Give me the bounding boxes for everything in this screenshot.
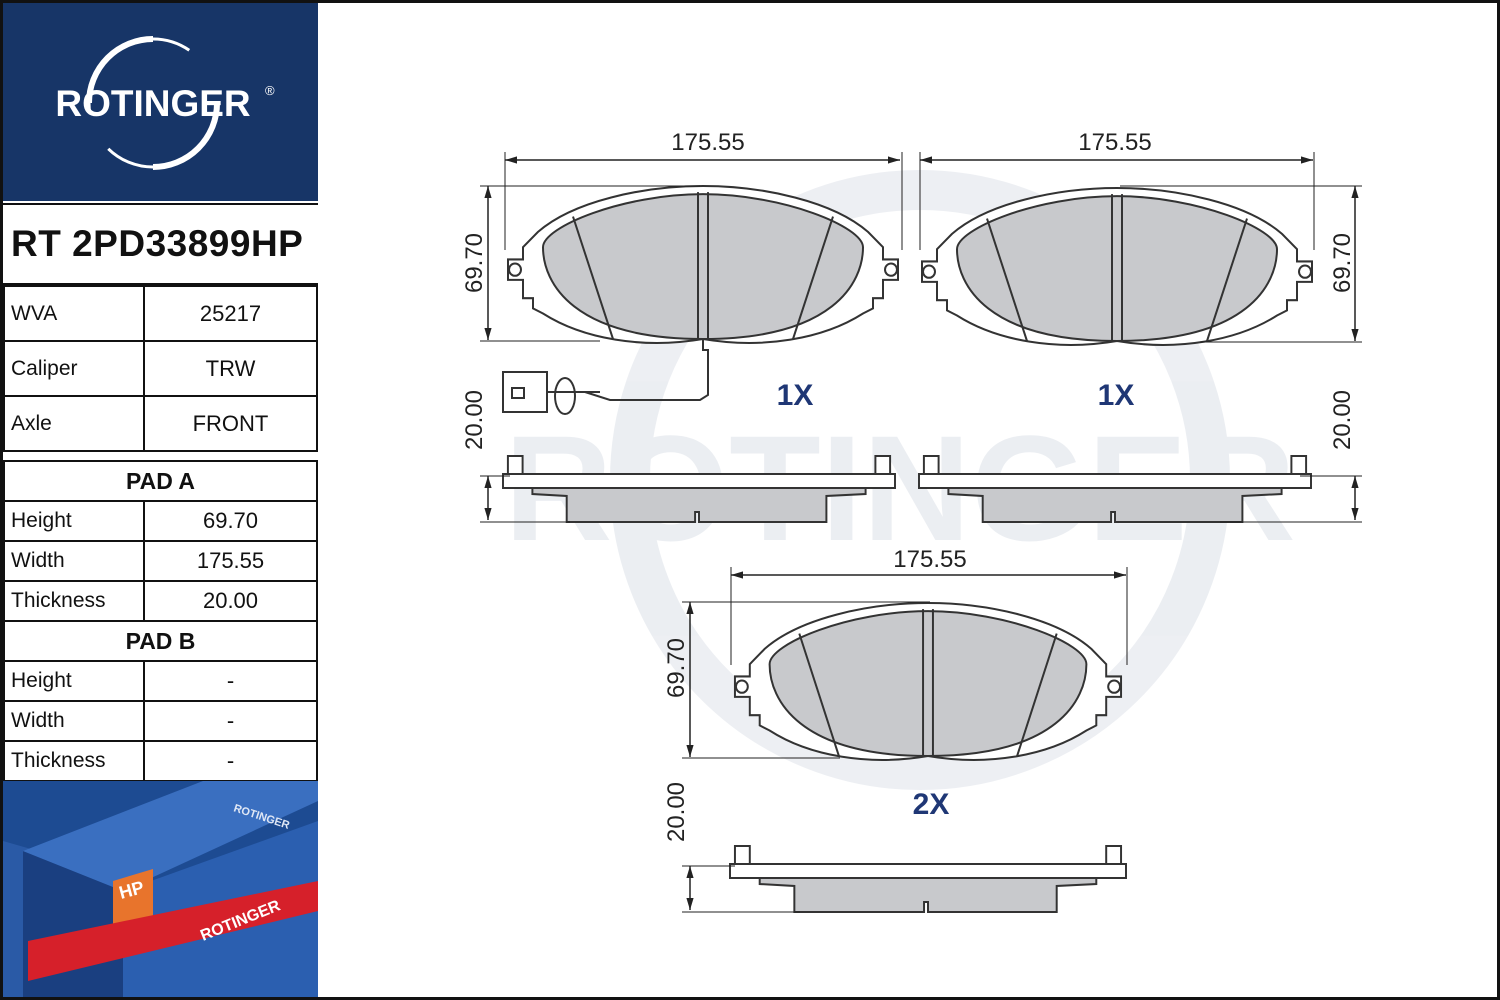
pad-2-quantity: 1X [1098, 379, 1135, 412]
table-row: Height- [3, 660, 318, 702]
table-row: Thickness- [3, 740, 318, 782]
pad-3-width-label: 175.55 [893, 546, 966, 573]
spec-value: 69.70 [143, 500, 318, 542]
spec-label: Height [3, 660, 145, 702]
package-box-icon: ROTINGER ROTINGER HP [3, 781, 318, 997]
spec-value: 20.00 [143, 580, 318, 622]
pad-1-height-label: 69.70 [461, 233, 488, 293]
spec-label: WVA [3, 285, 145, 342]
spec-value: 175.55 [143, 540, 318, 582]
pad-1-dimensions: 175.55 69.70 20.00 1X [461, 129, 903, 523]
table-row: Width- [3, 700, 318, 742]
spec-value: FRONT [143, 395, 318, 452]
spec-label: Height [3, 500, 145, 542]
spec-value: - [143, 740, 318, 782]
pad-2-thickness-label: 20.00 [1329, 390, 1356, 450]
pad-3-dimensions: 175.55 69.70 20.00 2X [663, 546, 1128, 913]
brand-name: ROTINGER [55, 83, 250, 124]
pad-3-thickness-label: 20.00 [663, 782, 690, 842]
part-number: RT 2PD33899HP [3, 203, 318, 285]
rotinger-logo-icon: ROTINGER ® [55, 36, 275, 170]
spec-label: Axle [3, 395, 145, 452]
pad-3-face [733, 601, 1123, 761]
pad-3-height-label: 69.70 [663, 638, 690, 698]
pad-1-width-label: 175.55 [671, 129, 744, 156]
product-package-image: ROTINGER ROTINGER HP [3, 781, 318, 997]
spec-label: Thickness [3, 740, 145, 782]
registered-mark: ® [265, 83, 275, 98]
spec-label: Width [3, 540, 145, 582]
pad-3-quantity: 2X [913, 788, 950, 821]
pad-1-face [502, 184, 900, 415]
spec-value: TRW [143, 340, 318, 397]
spec-label: Caliper [3, 340, 145, 397]
pad-a-header: PAD A [3, 460, 318, 502]
pad-2-dimensions: 175.55 69.70 20.00 1X [919, 129, 1362, 523]
pad-3-side [729, 845, 1127, 913]
brand-logo-panel: ROTINGER ® [3, 3, 318, 201]
brake-pad-drawing: ROTINGER 175.55 69.70 20.00 1X [461, 129, 1362, 913]
pad-b-title: PAD B [3, 620, 318, 662]
pad-2-height-label: 69.70 [1329, 233, 1356, 293]
spec-value: 25217 [143, 285, 318, 342]
pad-a-title: PAD A [3, 460, 318, 502]
spec-value: - [143, 660, 318, 702]
pad-1-thickness-label: 20.00 [461, 390, 488, 450]
spec-value: - [143, 700, 318, 742]
spec-label: Width [3, 700, 145, 742]
pad-1-quantity: 1X [777, 379, 814, 412]
pad-b-header: PAD B [3, 620, 318, 662]
pad-2-width-label: 175.55 [1078, 129, 1151, 156]
spec-label: Thickness [3, 580, 145, 622]
